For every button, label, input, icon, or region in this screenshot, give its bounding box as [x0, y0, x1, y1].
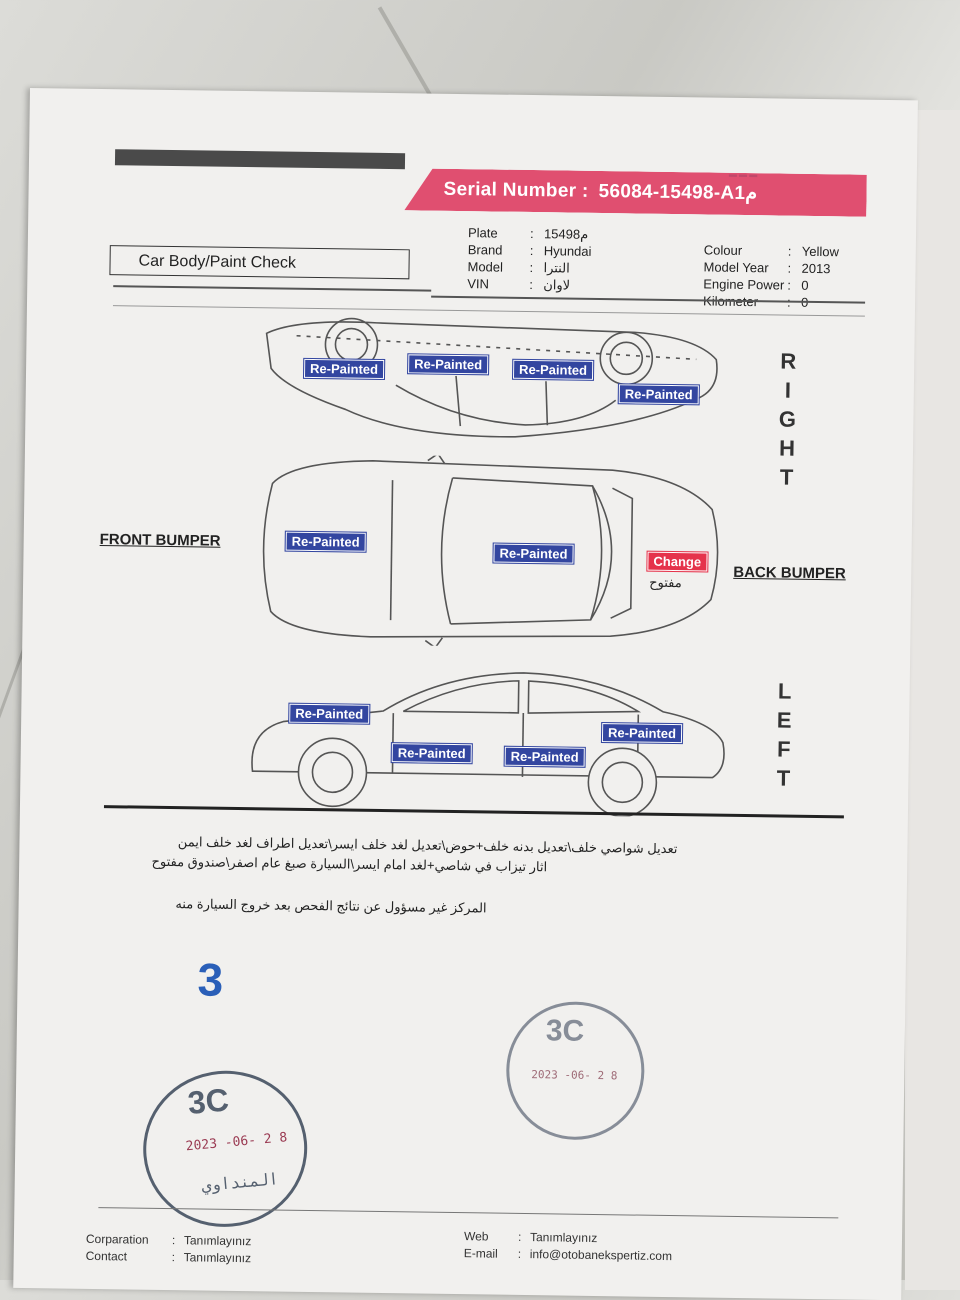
front-bumper-label: FRONT BUMPER [99, 531, 221, 550]
brand-row: Brand:Hyundai [467, 242, 592, 259]
car-left-side-diagram [251, 672, 725, 818]
colour-label: Colour [703, 242, 743, 258]
corporation-value: Tanımlayınız [183, 1233, 252, 1249]
model-row: Model:النترا [467, 259, 570, 276]
tag-top-roof: Re-Painted [492, 542, 575, 565]
left-side-label: L E F T [773, 676, 795, 792]
left-letter-e: E [776, 707, 792, 733]
serial-number: Serial Number : 56084-15498-A1م [443, 178, 757, 205]
model-year-label: Model Year [703, 259, 769, 276]
colour-row: Colour:Yellow [703, 242, 840, 260]
right-letter-i: I [784, 377, 792, 403]
right-side-label: R I G H T [776, 346, 798, 491]
model-year-row: Model Year:2013 [703, 259, 831, 277]
trunk-note: مفتوح [649, 574, 682, 591]
brand-value: Hyundai [543, 243, 592, 259]
plate-row: Plate:15498م [467, 225, 589, 242]
car-right-side-diagram [265, 317, 718, 438]
tag-left-4: Re-Painted [600, 721, 684, 745]
stamp-left-date: 2023 -06- 2 8 [185, 1130, 288, 1155]
web-label: Web [463, 1229, 489, 1244]
contact-label: Contact [85, 1248, 128, 1264]
plate-value: 15498م [543, 226, 589, 242]
tag-top-trunk: Change [646, 550, 709, 573]
back-bumper-label: BACK BUMPER [733, 563, 846, 583]
header-decoration: ▬ ▬ ▬ [728, 169, 758, 180]
footer-online: Web:Tanımlayınız E-mail:info@otobanekspe… [464, 1228, 673, 1265]
email-row: E-mail:info@otobanekspertiz.com [463, 1246, 673, 1264]
right-letter-t: T [779, 464, 794, 490]
right-letter-h: H [778, 435, 796, 461]
vehicle-info-left: Plate:15498م Brand:Hyundai Model:النترا … [467, 224, 592, 294]
email-label: E-mail [463, 1246, 498, 1261]
brand-label: Brand [467, 242, 503, 258]
tag-right-2: Re-Painted [407, 353, 490, 376]
engine-power-value: 0 [801, 277, 809, 293]
stamp-left-signature: المنداوي [200, 1169, 280, 1196]
model-label: Model [467, 259, 504, 275]
tag-left-1: Re-Painted [288, 702, 371, 725]
left-letter-f: F [776, 736, 791, 762]
tag-top-hood: Re-Painted [284, 530, 367, 553]
tag-left-2: Re-Painted [390, 742, 473, 765]
inspection-report: ▬ ▬ ▬ Serial Number : 56084-15498-A1م Pla… [13, 88, 918, 1300]
contact-value: Tanımlayınız [183, 1250, 252, 1266]
web-value: Tanımlayınız [529, 1230, 598, 1246]
engine-power-label: Engine Power [703, 276, 785, 293]
vin-label: VIN [467, 276, 490, 292]
notes-line-2: اثار تيزاب في شاصي+لغد امام ايسر\السيارة… [151, 853, 548, 875]
title-divider [113, 285, 432, 292]
header-dark-bar [114, 149, 406, 170]
right-letter-g: G [778, 406, 797, 432]
left-letter-t: T [776, 765, 791, 791]
tag-right-1: Re-Painted [302, 357, 386, 381]
vin-value: لاوان [543, 277, 571, 293]
stamp-number: 3 [197, 953, 224, 1006]
email-value[interactable]: info@otobanekspertiz.com [529, 1247, 673, 1264]
stamp-right: 3C 2023 -06- 2 8 [505, 1000, 646, 1141]
contact-row: Contact:Tanımlayınız [85, 1248, 252, 1266]
tag-right-4: Re-Painted [617, 383, 700, 406]
engine-power-row: Engine Power:0 [703, 276, 809, 293]
stamp-right-date: 2023 -06- 2 8 [531, 1068, 618, 1083]
model-year-value: 2013 [801, 260, 831, 277]
car-top-view-diagram [262, 453, 719, 649]
right-letter-r: R [780, 348, 797, 374]
model-value: النترا [543, 260, 570, 276]
tag-right-3: Re-Painted [511, 358, 595, 381]
left-letter-l: L [777, 678, 792, 704]
tag-left-3: Re-Painted [503, 745, 586, 768]
disclaimer: المركز غير مسؤول عن نتائج الفحص بعد خروج… [175, 896, 487, 916]
serial-label: Serial Number : [443, 178, 589, 202]
stamp-left-code: 3C [186, 1081, 231, 1121]
plate-label: Plate [467, 225, 498, 241]
footer-company: Corparation:Tanımlayınız Contact:Tanımla… [86, 1231, 252, 1267]
corporation-label: Corparation [85, 1231, 149, 1247]
stamp-right-code: 3C [545, 1014, 585, 1048]
serial-value: 56084-15498-A1م [598, 180, 758, 205]
vin-row: VIN:لاوان [467, 276, 571, 293]
colour-value: Yellow [801, 243, 840, 260]
section-title: Car Body/Paint Check [109, 245, 410, 280]
